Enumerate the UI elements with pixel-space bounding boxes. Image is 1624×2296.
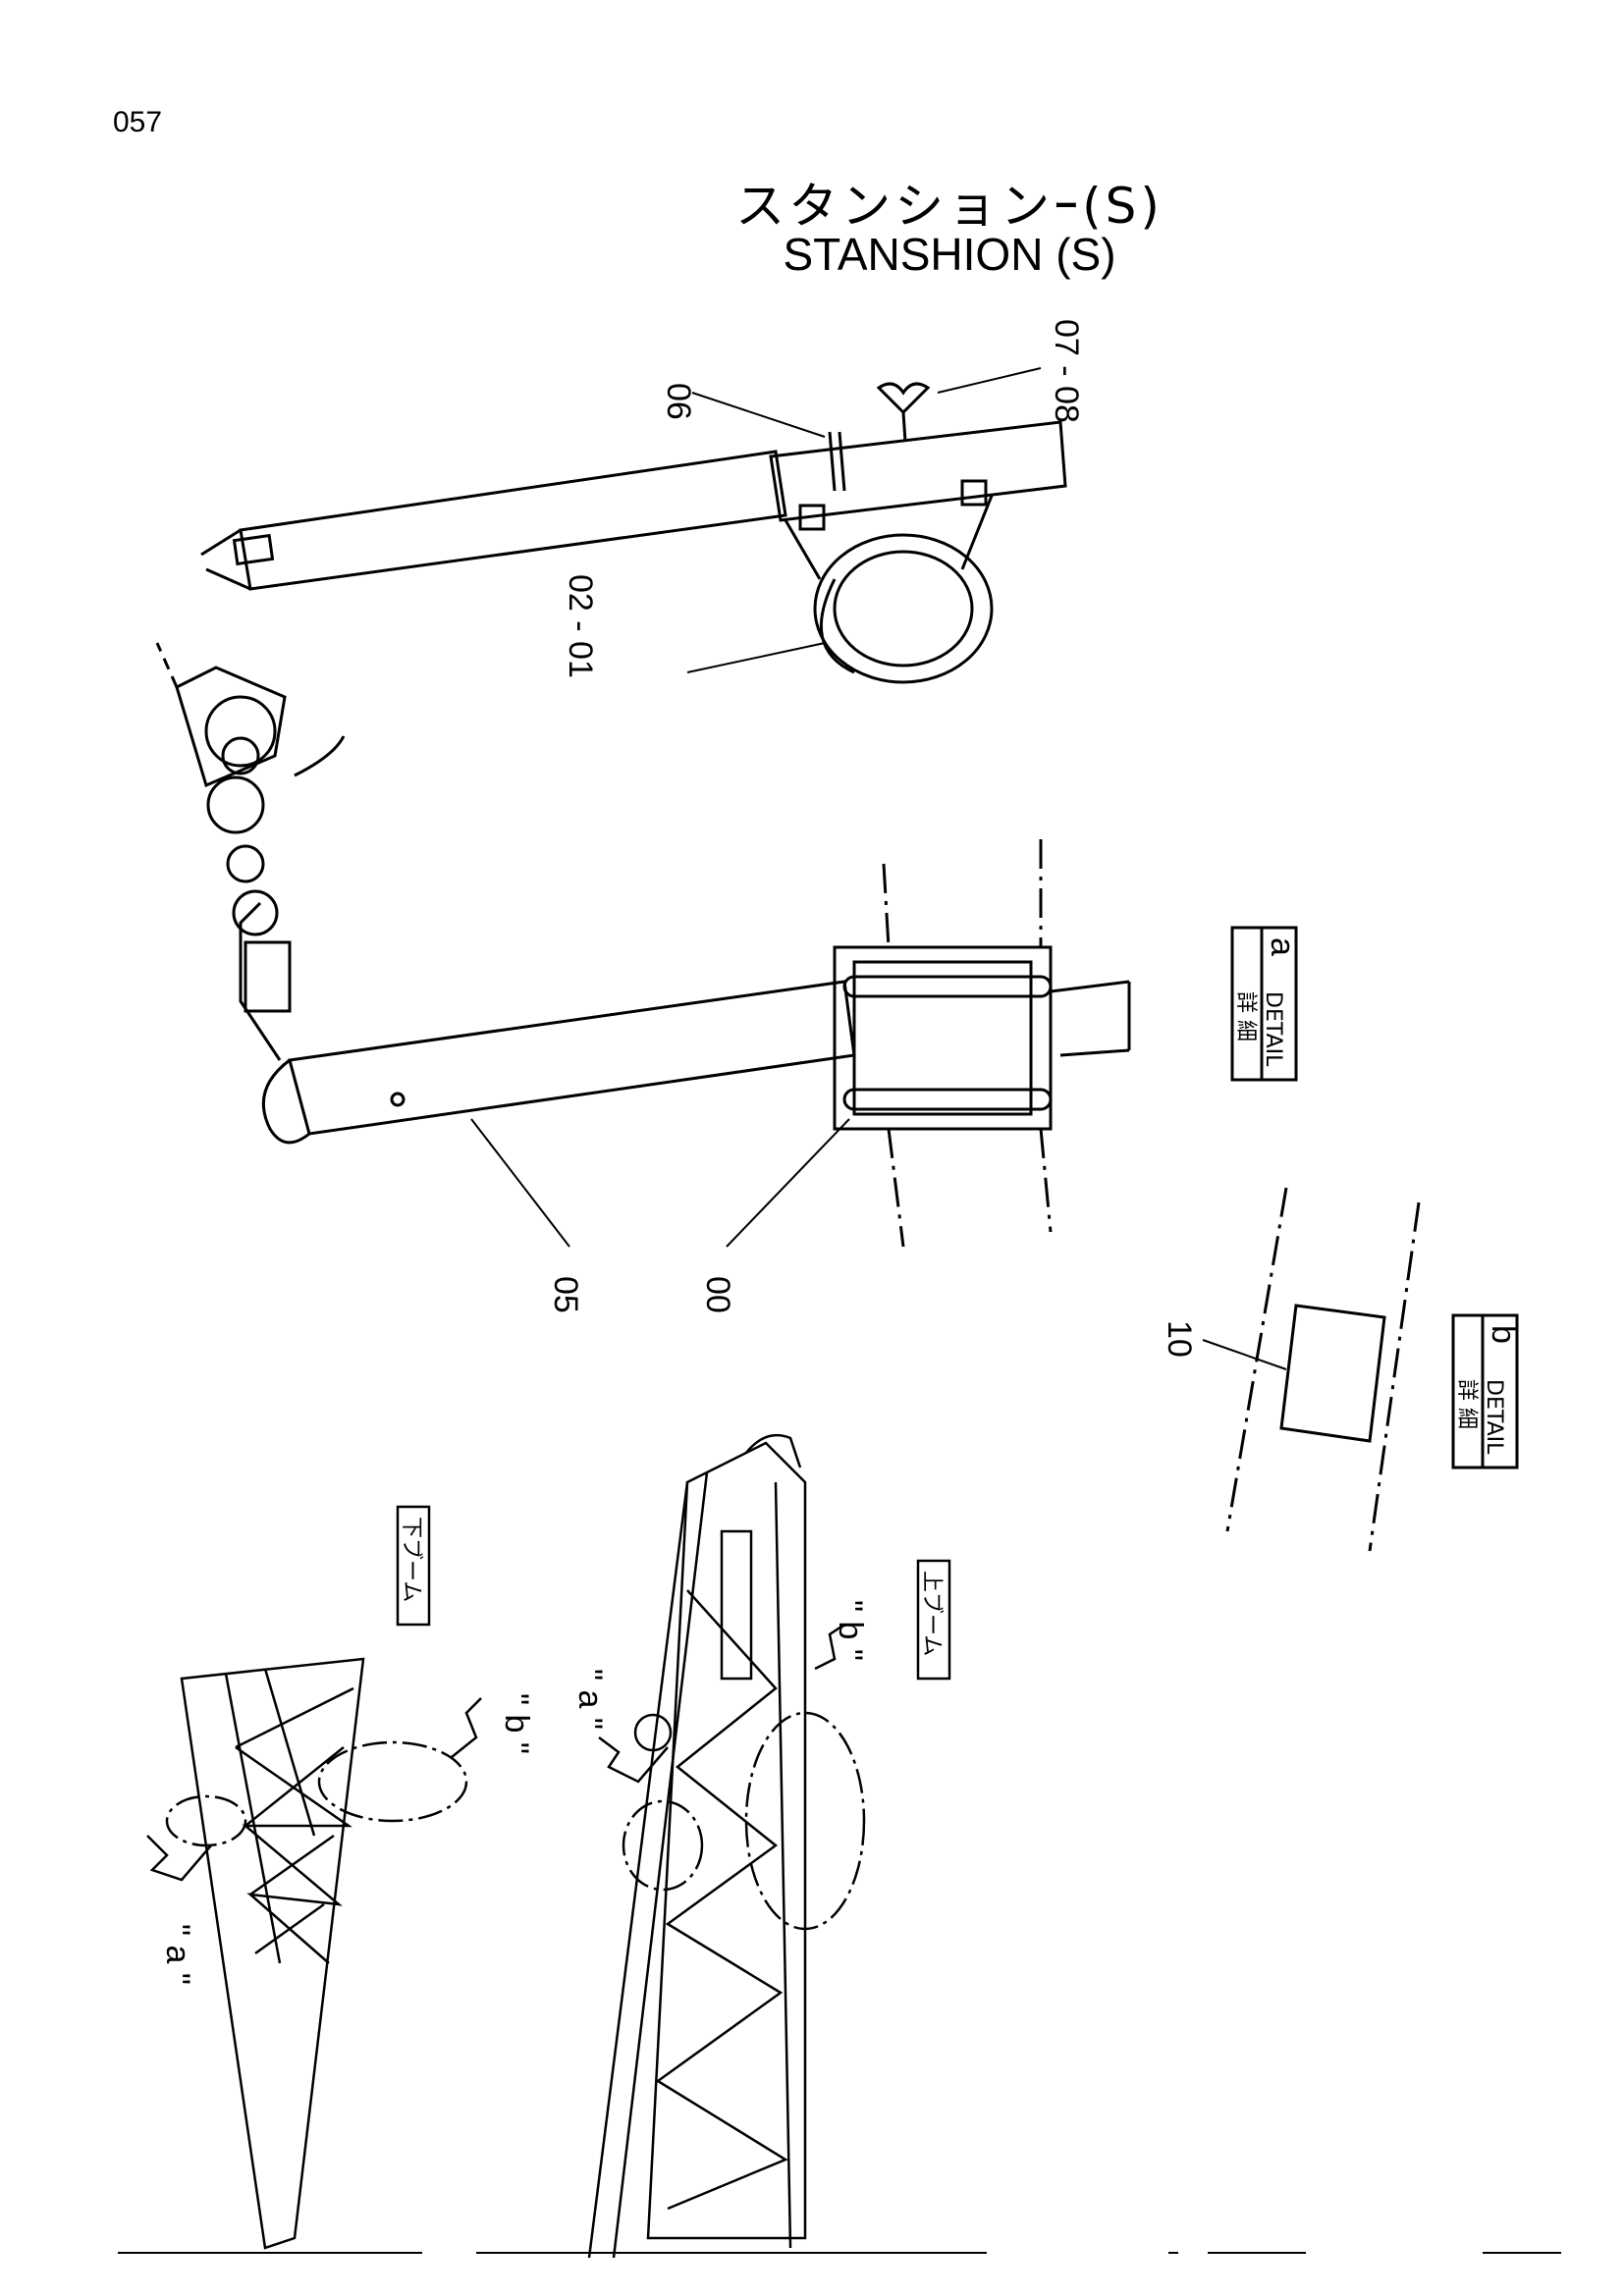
- detail-b-plate: [1225, 1187, 1421, 1552]
- leader-lines: [470, 367, 1287, 1370]
- lower-view-b: " b ": [498, 1693, 535, 1754]
- callout-05: 05: [547, 1276, 584, 1313]
- upper-view-b: " b ": [832, 1600, 869, 1661]
- detail-a-word: DETAIL: [1261, 991, 1285, 1067]
- lower-view-a: " a ": [159, 1924, 196, 1985]
- callout-07-08: 07 - 08: [1048, 319, 1085, 423]
- upper-view-a: " a ": [571, 1669, 609, 1730]
- view-markers: " a " " b " " a " " b ": [159, 1600, 869, 1985]
- arm-assembly-middle: [155, 642, 1131, 1248]
- title-japanese: スタンションｰ(S): [735, 178, 1164, 235]
- upper-boom-label: 上ブーム: [919, 1571, 944, 1656]
- boom-label-upper: 上ブーム: [916, 1559, 951, 1681]
- detail-b-letter: b: [1485, 1325, 1522, 1344]
- stanchion-assembly-top: [200, 382, 1067, 684]
- lower-boom-drawing: [146, 1657, 482, 2250]
- callout-01-02: 02 - 01: [562, 574, 599, 678]
- detail-a-letter: a: [1264, 937, 1301, 956]
- upper-boom-drawing: [587, 1433, 866, 2259]
- lower-boom-label: 下ブーム: [399, 1517, 423, 1602]
- callout-00: 00: [699, 1276, 736, 1313]
- detail-b-kanji: 詳 細: [1454, 1379, 1479, 1429]
- boom-label-lower: 下ブーム: [396, 1505, 431, 1627]
- detail-a-kanji: 詳 細: [1233, 991, 1258, 1041]
- callout-10: 10: [1161, 1320, 1198, 1358]
- title-english: STANSHION (S): [783, 229, 1116, 280]
- page-number: 057: [113, 106, 163, 138]
- detail-box-a: 詳 細 DETAIL a: [1230, 926, 1301, 1082]
- callout-labels: 06 07 - 08 02 - 01 05 00 10: [547, 319, 1198, 1358]
- detail-box-b: 詳 細 DETAIL b: [1451, 1313, 1522, 1469]
- detail-b-word: DETAIL: [1482, 1379, 1506, 1455]
- callout-06: 06: [660, 383, 697, 420]
